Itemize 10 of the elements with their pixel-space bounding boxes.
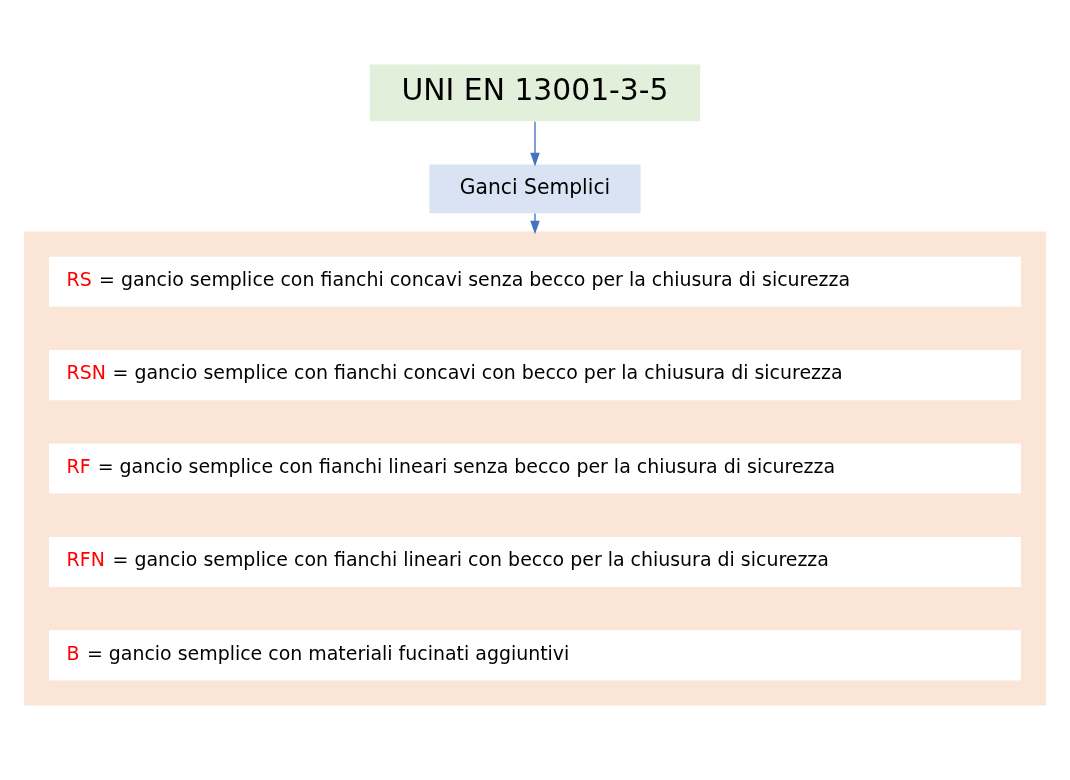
arrow [530,212,540,235]
node-box: RSN = gancio semplice con fianchi concavi con becco per la chiusura di sicurezza [49,350,1021,401]
node-box: UNI EN 13001-3-5 [369,64,701,122]
node-box: B = gancio semplice con materiali fucinati aggiuntivi [49,630,1021,681]
node-box: RS = gancio semplice con fianchi concavi senza becco per la chiusura di sicurezza [49,256,1021,307]
node-box: RFN = gancio semplice con fianchi lineari con becco per la chiusura di sicurezza [49,536,1021,587]
cluster [23,231,1047,706]
node-box: Ganci Semplici [429,164,641,214]
arrow [530,121,540,167]
node-box: RF = gancio semplice con fianchi lineari senza becco per la chiusura di sicurezza [49,443,1021,494]
